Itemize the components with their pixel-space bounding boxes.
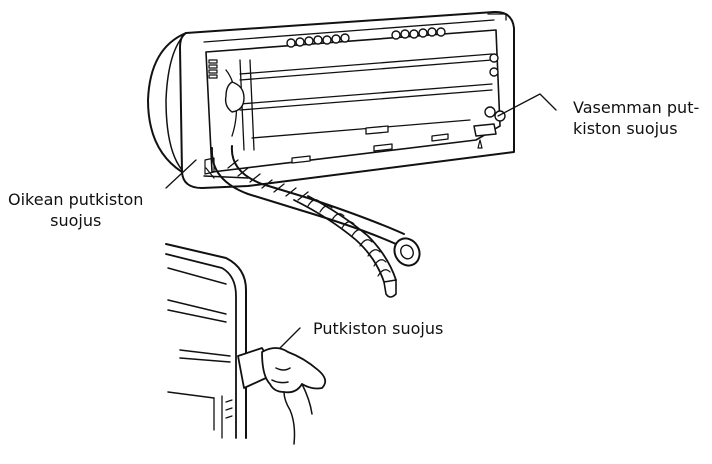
vent-slots [208,59,218,79]
callout-right-piping-cover: Oikean putkiston suojus [8,189,143,231]
callout-left-line-2: kiston suojus [573,119,678,138]
hook-row-right [391,27,446,40]
left-piping-knockout [473,123,497,137]
tape-wrapping [227,159,309,201]
spiral-wrap [307,199,391,277]
callout-left-piping-cover: Vasemman put- kiston suojus [573,97,699,139]
callout-left-line-1: Vasemman put- [573,98,700,117]
pipe-bundle [210,145,421,298]
callout-piping-cover: Putkiston suojus [313,319,444,338]
hook-row-left [286,33,350,48]
detail-hand-removing-cover [165,243,327,445]
callout-right-line-1: Oikean putkiston [8,190,144,209]
indoor-unit-rear-view [147,10,515,189]
callout-right-line-2: suojus [50,211,102,230]
